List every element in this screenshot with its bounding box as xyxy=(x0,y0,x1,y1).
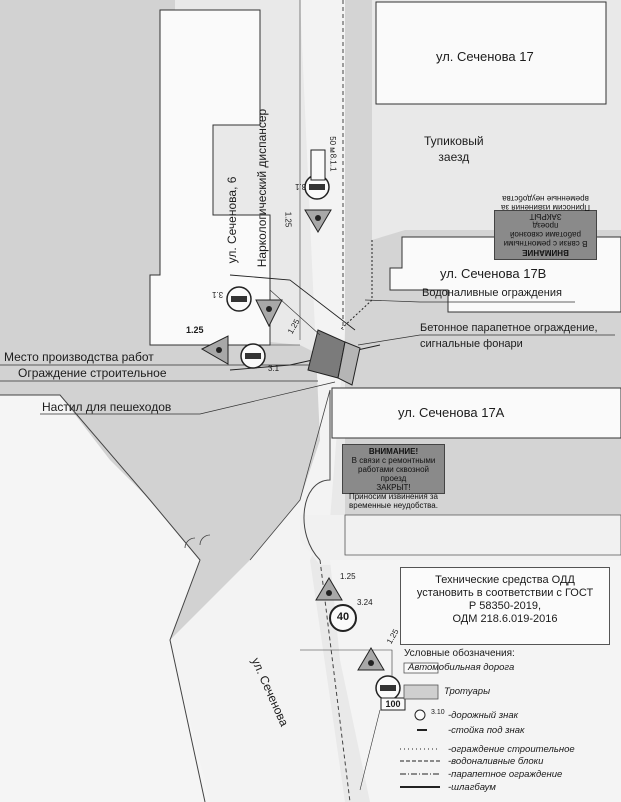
plate-100-frame xyxy=(380,697,406,711)
legend-sidewalk-swatch xyxy=(403,684,439,700)
no-entry-sign-mid xyxy=(240,343,266,369)
no-entry-sign-left xyxy=(226,286,252,312)
label-sechenova-6: ул. Сеченова, 6 xyxy=(225,176,239,264)
roadwork-sign-bottom xyxy=(357,647,385,671)
callout-concrete-line1: Бетонное парапетное ограждение, xyxy=(420,322,598,334)
door-arcs xyxy=(184,534,211,549)
callout-line-walkway xyxy=(40,381,336,415)
distance-plate xyxy=(310,149,326,181)
notice-top-line1: ВНИМАНИЕ xyxy=(522,248,569,257)
callout-concrete-line2: сигнальные фонари xyxy=(420,338,523,350)
legend-road: Автомобильная дорога xyxy=(408,662,515,673)
road-lower-right xyxy=(300,515,621,565)
curb-line-lower-left xyxy=(0,394,206,802)
sign-pointer-lines xyxy=(235,289,321,346)
roadwork-sign-top xyxy=(304,209,332,233)
roadwork-sign-mid xyxy=(200,335,229,365)
sign-code-3-1-left: 3.1 xyxy=(212,290,224,299)
road-lower-left xyxy=(0,395,210,802)
sign-post-line-lower xyxy=(359,709,381,791)
legend-sign-code: 3.10 xyxy=(431,709,445,716)
label-sechenova-17a: ул. Сеченова 17А xyxy=(398,405,505,420)
no-entry-sign-low xyxy=(375,675,401,701)
notice-closed-top: ВНИМАНИЕ В связи с ремонтными работами с… xyxy=(494,194,597,260)
info-line2: установить в соответствии с ГОСТ xyxy=(416,587,594,599)
sign-code-1-25-top: 1.25 xyxy=(283,211,293,228)
notice-top-line5: Приносим извинения за xyxy=(501,203,591,212)
callout-walkway: Настил для пешеходов xyxy=(42,400,172,414)
callout-line-water xyxy=(364,299,575,303)
speed-limit-value: 40 xyxy=(336,611,350,623)
info-line4: ОДМ 218.6.019-2016 xyxy=(452,613,558,625)
plate-100-value: 100 xyxy=(385,699,401,709)
label-narco-dispensary: Наркологический диспансер xyxy=(255,108,269,268)
legend-post: -стойка под знак xyxy=(448,725,525,736)
label-sechenova-17v: ул. Сеченова 17В xyxy=(440,266,547,281)
callout-line-concrete xyxy=(357,334,615,346)
info-box-gost: Технические средства ОДД установить в со… xyxy=(400,567,610,645)
notice-main-line6: временные неудобства. xyxy=(349,501,438,510)
label-dead-end-line2: заезд xyxy=(438,150,470,164)
legend-parapet: -парапетное ограждение xyxy=(448,769,563,780)
notice-main-line3: работами сквозной проезд xyxy=(358,465,429,483)
label-dead-end: Тупиковый заезд xyxy=(424,133,484,165)
lower-block-outline xyxy=(344,514,621,556)
legend-fence: -ограждение строительное xyxy=(448,744,575,755)
notice-main-line4: ЗАКРЫТ! xyxy=(376,483,411,492)
info-line1: Технические средства ОДД xyxy=(435,574,575,586)
road-main xyxy=(170,0,345,802)
legend-sign-swatch xyxy=(414,709,426,721)
sign-code-1-25-mid: 1.25 xyxy=(186,325,204,335)
curb-line-mid xyxy=(249,389,331,561)
label-dead-end-line1: Тупиковый xyxy=(424,134,484,148)
notice-top-line4: ЗАКРЫТ xyxy=(529,212,562,221)
sign-post-line xyxy=(300,649,393,680)
callout-water-barriers: Водоналивные ограждения xyxy=(422,287,562,299)
notice-top-line2: В связи с ремонтными xyxy=(503,239,588,248)
sign-distance: 50 м xyxy=(327,136,337,153)
sign-code-3-1-mid: 3.1 xyxy=(268,364,280,373)
label-sechenova-17: ул. Сеченова 17 xyxy=(436,49,534,64)
notice-top-line3: работами сквозной проезд xyxy=(510,221,581,239)
notice-top-line6: временные неудобства xyxy=(502,194,589,203)
notice-main-line5: Приносим извинения за xyxy=(348,492,438,501)
notice-closed-main: ВНИМАНИЕ! В связи с ремонтными работами … xyxy=(342,444,445,510)
info-line3: Р 58350-2019, xyxy=(468,600,542,612)
building-sechenova-17 xyxy=(375,1,607,105)
legend-sign: -дорожный знак xyxy=(448,710,519,721)
curb-line-lower xyxy=(319,559,351,802)
callout-fence: Ограждение строительное xyxy=(18,366,167,380)
curb-round xyxy=(303,390,331,561)
building-sechenova-17a xyxy=(331,387,621,439)
roadwork-sign-left xyxy=(255,299,283,328)
legend-water: -водоналивные блоки xyxy=(448,756,544,767)
sign-code-8-1-1: 8.1.1 xyxy=(328,153,338,172)
legend-road-swatch xyxy=(403,662,439,674)
legend-barrier: -шлагбаум xyxy=(448,782,496,793)
notice-main-line2: В связи с ремонтными xyxy=(351,456,436,465)
speed-limit-sign xyxy=(329,604,357,632)
legend-title: Условные обозначения: xyxy=(404,648,515,659)
legend-sidewalk: Тротуары xyxy=(444,686,491,697)
roadwork-sign-lower xyxy=(315,577,343,601)
sign-code-1-25-lower: 1.25 xyxy=(340,572,356,581)
building-sechenova-6 xyxy=(149,9,271,346)
sign-code-3-24: 3.24 xyxy=(357,598,373,607)
callout-work-site: Место производства работ xyxy=(4,350,154,364)
notice-main-line1: ВНИМАНИЕ! xyxy=(368,447,419,456)
walkway-area xyxy=(337,341,361,386)
sign-code-3-1-top: 3.1 xyxy=(295,182,307,191)
